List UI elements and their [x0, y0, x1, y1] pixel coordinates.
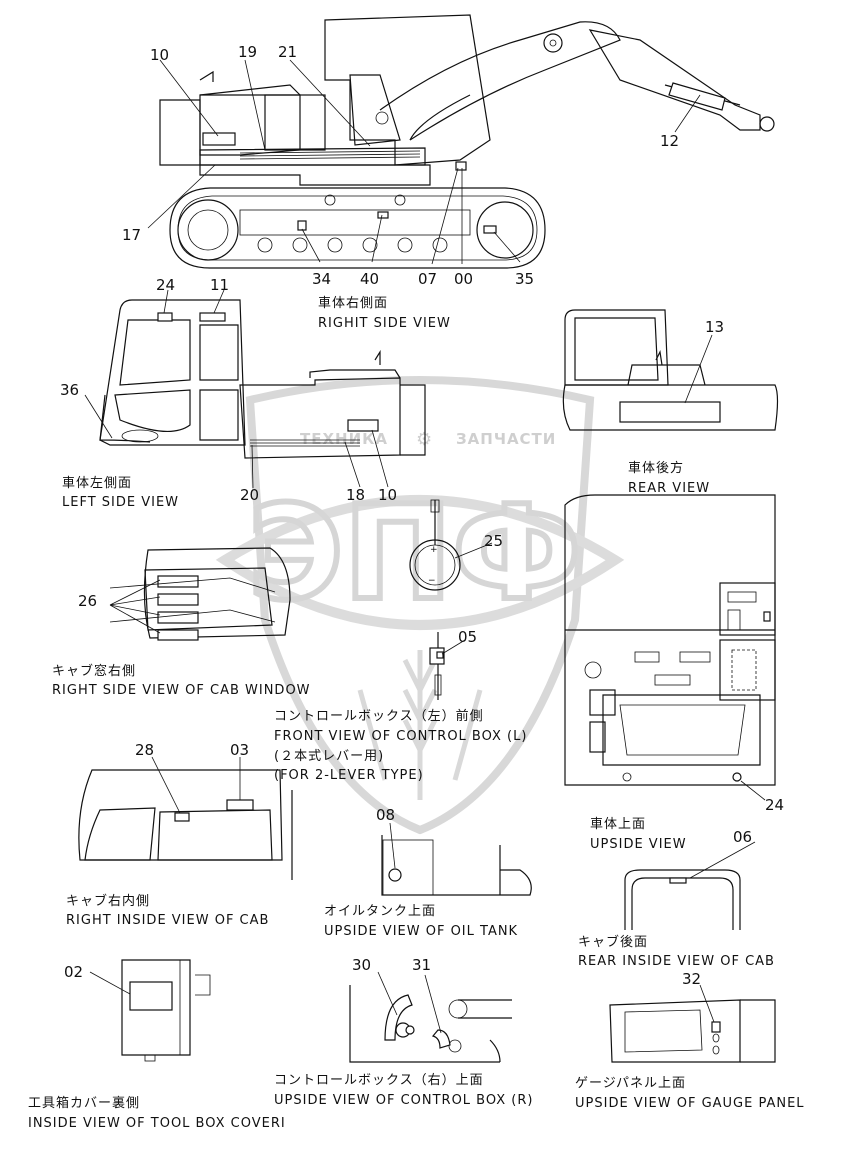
- callout-13: 13: [705, 318, 724, 336]
- upside-view-drawing: [564, 494, 776, 801]
- callout-20: 20: [240, 486, 259, 504]
- callout-02: 02: [64, 963, 83, 981]
- control-box-left-note-jp: (２本式レバー用): [274, 749, 384, 764]
- watermark-shield: [245, 376, 595, 835]
- callout-24-left: 24: [156, 276, 175, 294]
- callout-08: 08: [376, 806, 395, 824]
- callout-06: 06: [733, 828, 752, 846]
- callout-10-left: 10: [378, 486, 397, 504]
- control-box-right-label-en: UPSIDE VIEW OF CONTROL BOX (R): [274, 1093, 534, 1108]
- watermark-gear-icon: ⚙: [416, 429, 432, 450]
- left-side-drawing: [84, 289, 426, 489]
- cab-inside-label-en: RIGHT INSIDE VIEW OF CAB: [66, 913, 269, 928]
- rear-view-label-en: REAR VIEW: [628, 481, 710, 496]
- svg-text:−: −: [428, 576, 436, 586]
- control-box-right-drawing: [349, 971, 512, 1063]
- control-box-right-label-jp: コントロールボックス（右）上面: [274, 1073, 484, 1088]
- gauge-panel-label-jp: ゲージパネル上面: [575, 1076, 686, 1091]
- left-side-view-label-jp: 車体左側面: [62, 476, 132, 491]
- cab-window-label-jp: キャブ窓右側: [52, 663, 136, 679]
- cab-inside-drawing: [78, 756, 293, 880]
- control-box-left-note-en: (FOR 2-LEVER TYPE): [274, 768, 424, 783]
- watermark: ЭПФ ТЕХНИКА ⚙ ЗАПЧАСТИ: [215, 376, 625, 835]
- watermark-wheat-icon: [357, 650, 483, 800]
- callout-21: 21: [278, 43, 297, 61]
- callout-28: 28: [135, 741, 154, 759]
- cab-rear-inside-label-jp: キャブ後面: [578, 934, 648, 950]
- cab-rear-inside-label-en: REAR INSIDE VIEW OF CAB: [578, 954, 775, 969]
- right-side-view-label-jp: 車体右側面: [318, 296, 388, 311]
- control-box-left-drawing: [429, 632, 466, 700]
- excavator-right-side-drawing: [159, 14, 775, 269]
- watermark-brand-right: ЗАПЧАСТИ: [456, 430, 556, 448]
- control-box-left-label-jp: コントロールボックス（左）前側: [274, 708, 484, 724]
- callout-34: 34: [312, 270, 331, 288]
- callout-12: 12: [660, 132, 679, 150]
- cab-inside-label-jp: キャブ右内側: [66, 893, 150, 909]
- tool-box-drawing: [89, 959, 211, 1062]
- control-box-left-label-en: FRONT VIEW OF CONTROL BOX (L): [274, 729, 527, 744]
- watermark-ring: [215, 495, 625, 630]
- callout-07: 07: [418, 270, 437, 288]
- callout-00: 00: [454, 270, 473, 288]
- oil-tank-drawing: [381, 822, 532, 896]
- svg-text:+: +: [430, 545, 438, 555]
- callout-24-upside: 24: [765, 796, 784, 814]
- watermark-logo-letters: ЭПФ: [248, 477, 581, 629]
- tool-box-label-en: INSIDE VIEW OF TOOL BOX COVERI: [28, 1116, 286, 1131]
- oil-tank-label-jp: オイルタンク上面: [324, 904, 436, 919]
- cab-window-drawing: [109, 547, 291, 641]
- gauge-panel-label-en: UPSIDE VIEW OF GAUGE PANEL: [575, 1096, 805, 1111]
- callout-31: 31: [412, 956, 431, 974]
- callout-32: 32: [682, 970, 701, 988]
- callout-17: 17: [122, 226, 141, 244]
- callout-05: 05: [458, 628, 477, 646]
- gauge-panel-drawing: [609, 984, 776, 1063]
- callout-36: 36: [60, 381, 79, 399]
- upside-view-label-jp: 車体上面: [590, 817, 646, 832]
- rotary-decal-drawing: − +: [409, 499, 493, 591]
- left-side-view-label-en: LEFT SIDE VIEW: [62, 495, 179, 510]
- callout-10-right: 10: [150, 46, 169, 64]
- callout-18: 18: [346, 486, 365, 504]
- oil-tank-label-en: UPSIDE VIEW OF OIL TANK: [324, 924, 518, 939]
- upside-view-label-en: UPSIDE VIEW: [590, 837, 687, 852]
- callout-19: 19: [238, 43, 257, 61]
- callout-11: 11: [210, 276, 229, 294]
- cab-rear-inside-drawing: [624, 841, 756, 930]
- rear-view-label-jp: 車体後方: [628, 460, 684, 476]
- callout-03: 03: [230, 741, 249, 759]
- tool-box-label-jp: 工具箱カバー裏側: [28, 1095, 140, 1111]
- callout-26: 26: [78, 592, 97, 610]
- callout-40: 40: [360, 270, 379, 288]
- right-side-view-label-en: RIGHIT SIDE VIEW: [318, 316, 451, 331]
- callout-25: 25: [484, 532, 503, 550]
- callout-35: 35: [515, 270, 534, 288]
- callout-30: 30: [352, 956, 371, 974]
- cab-window-label-en: RIGHT SIDE VIEW OF CAB WINDOW: [52, 683, 311, 698]
- watermark-brand-left: ТЕХНИКА: [300, 430, 388, 448]
- right-side-callouts: [147, 59, 701, 265]
- rear-view-drawing: [562, 309, 779, 431]
